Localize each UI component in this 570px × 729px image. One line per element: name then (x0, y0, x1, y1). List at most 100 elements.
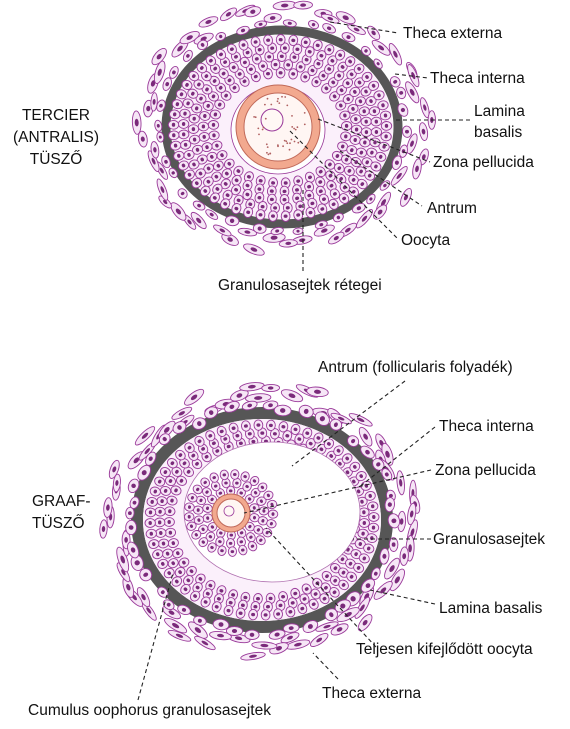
oocyte-granule (276, 100, 279, 103)
theca-externa-cell-nucleus (126, 583, 131, 591)
granulosa-cell-nucleus (344, 123, 349, 128)
theca-externa-cell-nucleus (163, 199, 168, 205)
granulosa-cell-nucleus (369, 99, 373, 104)
tertiary-title-line-1: TERCIER (22, 107, 90, 124)
granulosa-cell-nucleus (191, 127, 196, 132)
granulosa-cell-nucleus (178, 453, 183, 457)
granulosa-cell-nucleus (266, 604, 270, 609)
granulosa-cell-nucleus (148, 510, 153, 515)
tertiary-theca-externa-cells (131, 0, 436, 256)
granulosa-cell-nucleus (278, 603, 283, 608)
granulosa-cell-nucleus (353, 464, 357, 469)
granulosa-cell-nucleus (172, 133, 176, 138)
granulosa-cell-nucleus (257, 47, 262, 52)
theca-externa-cell-nucleus (141, 593, 146, 601)
theca-interna-cell-nucleus (296, 229, 300, 233)
granulosa-cell-nucleus (212, 79, 217, 83)
granulosa-cell-nucleus (258, 179, 263, 183)
cumulus-cell-nucleus (245, 484, 249, 489)
cumulus-cell-nucleus (201, 540, 205, 544)
granulosa-cell-nucleus (339, 177, 343, 181)
granulosa-cell-nucleus (150, 499, 154, 504)
granulosa-cell-nucleus (206, 166, 211, 171)
theca-interna-cell-nucleus (383, 183, 387, 188)
granulosa-cell-nucleus (189, 569, 194, 574)
theca-externa-cell-nucleus (175, 633, 184, 638)
cumulus-cell-nucleus (239, 540, 244, 544)
granulosa-cell-nucleus (357, 66, 361, 71)
granulosa-cell-nucleus (170, 461, 175, 466)
granulosa-cell-nucleus (290, 601, 295, 605)
tertiary-title-line-2: (ANTRALIS) (13, 129, 99, 146)
granulosa-cell-nucleus (310, 68, 315, 73)
granulosa-cell-nucleus (362, 510, 366, 515)
granulosa-cell-nucleus (231, 593, 236, 597)
granulosa-cell-nucleus (157, 479, 162, 484)
cumulus-cell-nucleus (206, 516, 210, 520)
theca-externa-cell-nucleus (150, 80, 156, 87)
granulosa-cell-nucleus (311, 602, 316, 606)
granulosa-cell-nucleus (340, 65, 345, 69)
granulosa-cell-nucleus (220, 153, 224, 158)
granulosa-cell-nucleus (215, 143, 219, 148)
granulosa-cell-nucleus (181, 132, 186, 137)
cumulus-cell-nucleus (222, 473, 227, 477)
tertiary-oocyte-nucleus (260, 108, 284, 132)
cumulus-cell-nucleus (271, 512, 275, 516)
granulosa-cell-nucleus (191, 453, 196, 458)
granulosa-cell-nucleus (232, 85, 237, 90)
granulosa-cell-nucleus (327, 442, 331, 446)
oocyte-granule (288, 148, 291, 151)
theca-externa-cell-nucleus (421, 154, 426, 160)
cumulus-cell-nucleus (194, 533, 198, 537)
granulosa-cell-nucleus (263, 613, 268, 617)
granulosa-cell-nucleus (319, 53, 324, 58)
granulosa-cell-nucleus (328, 162, 332, 167)
oocyte-granule (283, 139, 286, 142)
theca-interna-cell-nucleus (329, 612, 334, 618)
granulosa-cell-nucleus (168, 479, 173, 483)
granulosa-cell-nucleus (362, 109, 366, 114)
granulosa-cell-nucleus (175, 102, 180, 107)
granulosa-cell-nucleus (257, 195, 262, 200)
granulosa-cell-nucleus (216, 163, 221, 168)
theca-interna-cell-nucleus (274, 632, 280, 637)
graaf-title-line-2: TÜSZŐ (32, 514, 85, 532)
tertiary-theca-interna-cells (154, 19, 412, 236)
tertiary-oocyte-granules (253, 95, 306, 156)
theca-externa-cell-nucleus (287, 635, 293, 640)
theca-externa-cell-nucleus (300, 3, 307, 7)
granulosa-cell-nucleus (373, 140, 377, 145)
theca-interna-cell-nucleus (164, 159, 168, 164)
theca-externa-cell-nucleus (409, 88, 415, 96)
label-lamina-tertiary-1: Lamina (474, 103, 525, 120)
cumulus-cell-nucleus (233, 472, 237, 477)
granulosa-cell-nucleus (168, 530, 173, 535)
granulosa-cell-nucleus (246, 210, 251, 215)
theca-externa-cell-nucleus (342, 15, 349, 21)
tertiary-title: TERCIER (ANTRALIS) TÜSZŐ (13, 107, 99, 168)
theca-interna-cell-nucleus (393, 79, 398, 84)
theca-externa-cell-nucleus (151, 157, 156, 165)
granulosa-cell-nucleus (324, 585, 328, 590)
granulosa-cell-nucleus (313, 592, 318, 596)
theca-interna-cell-nucleus (333, 422, 338, 428)
granulosa-cell-nucleus (372, 109, 377, 114)
granulosa-cell-nucleus (267, 55, 272, 59)
cumulus-cell-nucleus (259, 538, 263, 542)
theca-externa-cell-nucleus (267, 386, 274, 390)
granulosa-cell-nucleus (359, 150, 364, 155)
theca-externa-cell-nucleus (396, 172, 402, 179)
theca-interna-cell-nucleus (391, 518, 397, 524)
theca-interna-cell-nucleus (387, 502, 392, 507)
theca-externa-cell-nucleus (248, 384, 256, 389)
theca-interna-cell-nucleus (356, 206, 362, 211)
granulosa-cell-nucleus (377, 93, 381, 98)
granulosa-cell-nucleus (253, 604, 258, 609)
granulosa-cell-nucleus (203, 189, 208, 193)
tertiary-title-line-3: TÜSZŐ (30, 150, 83, 168)
granulosa-cell-nucleus (197, 82, 201, 87)
cumulus-cell-nucleus (252, 515, 257, 520)
granulosa-cell-nucleus (268, 596, 273, 601)
